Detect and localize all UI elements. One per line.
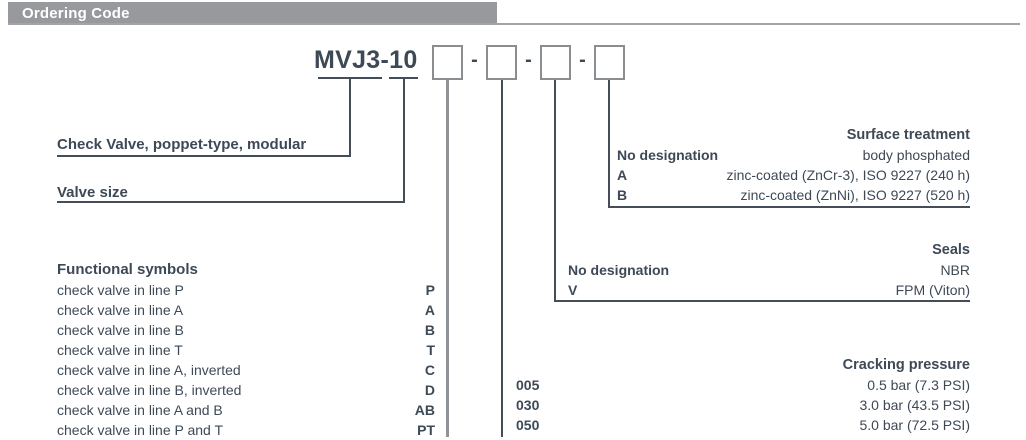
check-valve-label: Check Valve, poppet-type, modular — [57, 136, 307, 153]
functional-symbol-code: AB — [414, 402, 435, 418]
functional-symbol-label: check valve in line T — [57, 342, 183, 358]
seals-code: V — [568, 282, 578, 298]
functional-symbols-header: Functional symbols — [57, 261, 198, 278]
surface-treatment-code: B — [617, 187, 628, 203]
cracking-pressure-code: 005 — [516, 377, 540, 393]
functional-symbol-label: check valve in line A — [57, 302, 184, 318]
functional-symbol-row: check valve in line A, inverted C — [57, 360, 435, 380]
functional-symbol-row: check valve in line T T — [57, 340, 435, 360]
functional-symbol-row: check valve in line A and B AB — [57, 400, 435, 420]
functional-symbol-code: B — [424, 322, 435, 338]
surface-treatment-code: A — [617, 167, 628, 183]
valve-size-label: Valve size — [57, 184, 128, 201]
connector-box3-vertical — [554, 80, 556, 302]
cracking-pressure-row: 050 5.0 bar (72.5 PSI) — [516, 415, 970, 435]
seals-value: FPM (Viton) — [895, 282, 970, 298]
seals-header: Seals — [932, 242, 970, 258]
functional-symbol-code: A — [424, 302, 435, 318]
cracking-pressure-value: 3.0 bar (43.5 PSI) — [859, 397, 970, 413]
section-header-bar: Ordering Code — [8, 2, 497, 25]
cracking-pressure-code: 050 — [516, 417, 540, 433]
functional-symbol-code: C — [424, 362, 435, 378]
surface-treatment-header: Surface treatment — [846, 127, 970, 143]
surface-treatment-row: B zinc-coated (ZnNi), ISO 9227 (520 h) — [617, 185, 970, 205]
surface-treatment-value: zinc-coated (ZnNi), ISO 9227 (520 h) — [740, 187, 970, 203]
cracking-pressure-row: 030 3.0 bar (43.5 PSI) — [516, 395, 970, 415]
header-rule-line — [8, 23, 1020, 25]
code-separator-dash: - — [579, 49, 586, 71]
cracking-pressure-value: 5.0 bar (72.5 PSI) — [859, 417, 970, 433]
functional-symbol-label: check valve in line B — [57, 322, 184, 338]
mvj3-connector-vertical — [349, 77, 351, 157]
size-connector-vertical — [403, 77, 405, 203]
model-code-title: MVJ3-10 — [314, 46, 418, 74]
functional-symbol-label: check valve in line P and T — [57, 422, 224, 438]
surface-treatment-code: No designation — [617, 147, 719, 163]
seals-row: V FPM (Viton) — [568, 280, 970, 300]
seals-value: NBR — [940, 262, 970, 278]
order-code-box-3 — [540, 45, 571, 80]
functional-symbol-row: check valve in line B B — [57, 320, 435, 340]
order-code-box-2 — [486, 45, 517, 80]
connector-box4-vertical — [608, 80, 610, 208]
functional-symbol-row: check valve in line A A — [57, 300, 435, 320]
order-code-box-1 — [432, 45, 463, 80]
seals-code: No designation — [568, 262, 670, 278]
surface-treatment-underline — [608, 206, 970, 208]
functional-symbol-code: PT — [417, 422, 435, 438]
surface-treatment-row: A zinc-coated (ZnCr-3), ISO 9227 (240 h) — [617, 165, 970, 185]
cracking-pressure-value: 0.5 bar (7.3 PSI) — [867, 377, 970, 393]
functional-symbol-label: check valve in line B, inverted — [57, 382, 242, 398]
code-separator-dash: - — [471, 49, 478, 71]
check-valve-underline — [57, 155, 351, 157]
functional-symbol-label: check valve in line P — [57, 282, 184, 298]
surface-treatment-value: body phosphated — [862, 147, 970, 163]
cracking-pressure-code: 030 — [516, 397, 540, 413]
valve-size-underline — [57, 201, 405, 203]
functional-symbol-row: check valve in line B, inverted D — [57, 380, 435, 400]
seals-row: No designation NBR — [568, 260, 970, 280]
functional-symbol-label: check valve in line A and B — [57, 402, 223, 418]
cracking-pressure-section: Cracking pressure 005 0.5 bar (7.3 PSI) … — [516, 355, 970, 435]
page-title: Ordering Code — [22, 5, 130, 22]
seals-underline — [554, 300, 970, 302]
cracking-pressure-row: 005 0.5 bar (7.3 PSI) — [516, 375, 970, 395]
code-separator-dash: - — [525, 49, 532, 71]
surface-treatment-value: zinc-coated (ZnCr-3), ISO 9227 (240 h) — [726, 167, 970, 183]
connector-box2-vertical — [501, 80, 503, 437]
seals-section: Seals No designation NBR V FPM (Viton) — [568, 240, 970, 300]
functional-symbol-code: T — [426, 342, 435, 358]
connector-box1-vertical — [446, 80, 449, 437]
functional-symbols-section: Functional symbols check valve in line P… — [57, 260, 435, 440]
functional-symbol-code: D — [424, 382, 435, 398]
functional-symbol-row: check valve in line P P — [57, 280, 435, 300]
surface-treatment-section: Surface treatment No designation body ph… — [617, 125, 970, 205]
functional-symbol-label: check valve in line A, inverted — [57, 362, 241, 378]
cracking-pressure-header: Cracking pressure — [842, 357, 970, 373]
surface-treatment-row: No designation body phosphated — [617, 145, 970, 165]
functional-symbol-row: check valve in line P and T PT — [57, 420, 435, 440]
order-code-box-4 — [594, 45, 625, 80]
functional-symbol-code: P — [425, 282, 435, 298]
